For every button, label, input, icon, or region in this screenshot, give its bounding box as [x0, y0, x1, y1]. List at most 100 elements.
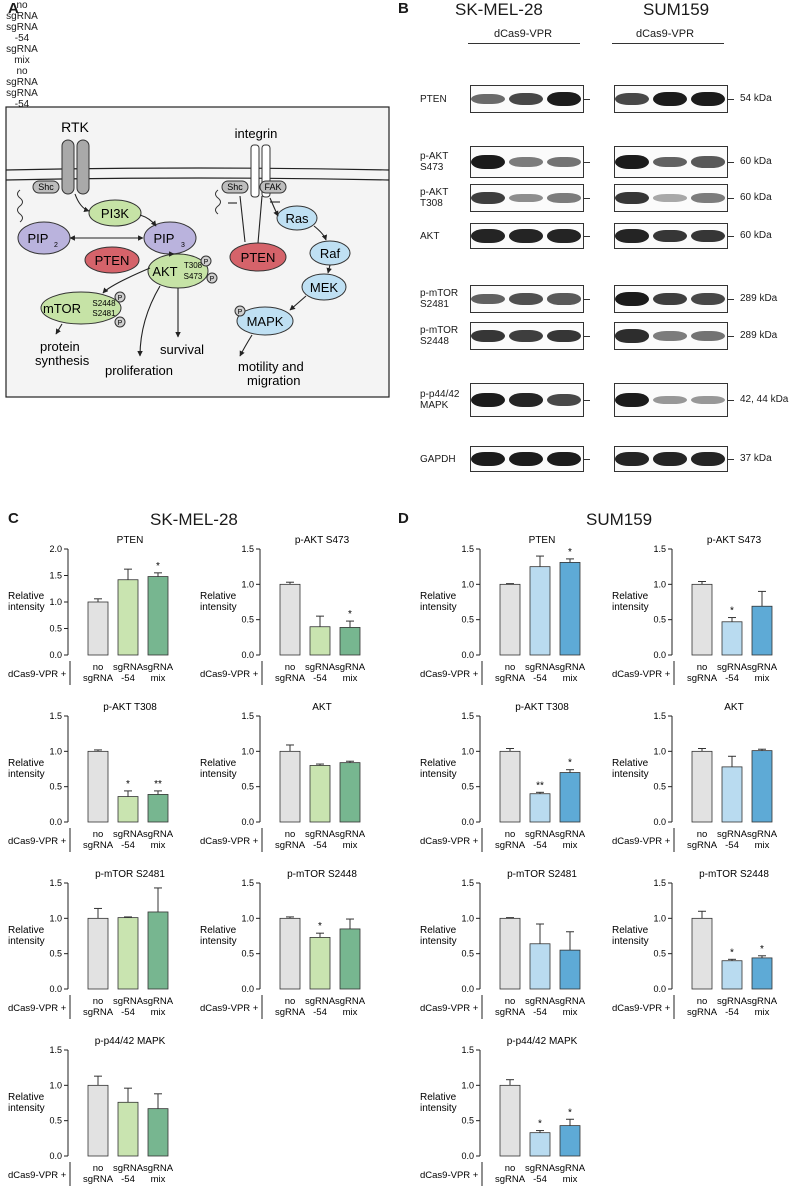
y-axis-label: Relative — [420, 1092, 457, 1103]
blot-band — [547, 157, 581, 167]
bar — [147, 794, 169, 823]
bar — [499, 750, 521, 823]
svg-text:AKT: AKT — [152, 264, 177, 279]
y-tick-label: 0.0 — [653, 984, 666, 994]
panel-label-c: C — [8, 510, 19, 527]
significance-mark: * — [348, 609, 352, 620]
svg-text:motility and: motility and — [238, 359, 304, 374]
x-tick-label: sgRNA — [83, 1174, 114, 1185]
blot-band — [509, 93, 543, 105]
y-tick-label: 0.5 — [241, 949, 254, 959]
blot-band — [691, 156, 725, 168]
x-tick-label: mix — [563, 840, 578, 851]
x-tick-label: sgRNA — [495, 1007, 526, 1018]
x-tick-label: sgRNA — [335, 662, 366, 673]
x-tick-label: sgRNA — [525, 1163, 556, 1174]
bar — [309, 937, 331, 990]
blot-band — [471, 293, 505, 305]
x-tick-label: mix — [151, 840, 166, 851]
section-title-c: SK-MEL-28 — [150, 510, 238, 529]
svg-text:3: 3 — [181, 242, 185, 249]
x-tick-label: sgRNA — [83, 673, 114, 684]
blot-band — [471, 393, 505, 407]
y-axis-label: intensity — [420, 769, 457, 780]
x-axis-prefix: dCas9-VPR + — [420, 1003, 479, 1014]
bar — [691, 917, 713, 990]
bar — [559, 562, 581, 656]
bar — [691, 750, 713, 823]
y-tick-label: 1.0 — [241, 579, 254, 589]
bar — [117, 579, 139, 656]
x-tick-label: mix — [755, 1007, 770, 1018]
blot-marker-tick — [728, 459, 734, 460]
svg-text:T308: T308 — [184, 261, 203, 270]
x-tick-label: sgRNA — [113, 829, 144, 840]
bar — [721, 621, 743, 656]
bar — [529, 566, 551, 656]
y-tick-label: 1.5 — [49, 1045, 62, 1055]
y-axis-label: intensity — [8, 1103, 45, 1114]
y-tick-label: 1.5 — [653, 711, 666, 721]
y-tick-label: 0.0 — [49, 650, 62, 660]
blot-marker-tick — [728, 400, 734, 401]
significance-mark: * — [730, 947, 734, 958]
blot-band — [615, 229, 649, 243]
svg-text:P: P — [210, 276, 215, 283]
blot-band — [509, 329, 543, 343]
x-tick-label: no — [93, 996, 104, 1007]
blot-header-rule-1 — [468, 43, 580, 44]
x-tick-label: sgRNA — [555, 996, 586, 1007]
x-tick-label: mix — [151, 673, 166, 684]
blot-band — [691, 452, 725, 466]
chart-title: p-mTOR S2481 — [507, 869, 577, 880]
mtor-node — [40, 291, 122, 325]
y-tick-label: 0.0 — [241, 817, 254, 827]
y-tick-label: 1.5 — [461, 544, 474, 554]
blot-marker-tick — [728, 336, 734, 337]
blot-band — [547, 193, 581, 203]
chart-title: p-AKT S473 — [707, 535, 762, 546]
x-tick-label: sgRNA — [687, 840, 718, 851]
chart-title: p-p44/42 MAPK — [95, 1036, 166, 1047]
blot-kda-label: 54 kDa — [740, 93, 772, 104]
x-tick-label: sgRNA — [555, 662, 586, 673]
significance-mark: * — [156, 561, 160, 572]
svg-text:Raf: Raf — [320, 246, 341, 261]
y-tick-label: 1.0 — [241, 913, 254, 923]
significance-mark: * — [568, 1107, 572, 1118]
x-tick-label: mix — [343, 673, 358, 684]
blot-band — [471, 329, 505, 343]
bar — [721, 960, 743, 990]
blot-header-rule-2 — [612, 43, 724, 44]
x-tick-label: -54 — [533, 840, 547, 851]
svg-text:protein: protein — [40, 339, 80, 354]
y-axis-label: intensity — [612, 602, 649, 613]
y-tick-label: 1.5 — [461, 711, 474, 721]
blot-band — [615, 292, 649, 306]
bar — [529, 793, 551, 823]
blot-kda-label: 60 kDa — [740, 156, 772, 167]
x-tick-label: sgRNA — [83, 1007, 114, 1018]
x-tick-label: mix — [563, 1007, 578, 1018]
y-tick-label: 0.5 — [461, 782, 474, 792]
bar — [279, 750, 301, 823]
blot-band — [615, 329, 649, 343]
y-tick-label: 1.0 — [461, 913, 474, 923]
rtk-receptor — [61, 139, 90, 195]
x-tick-label: no — [505, 662, 516, 673]
bar — [499, 583, 521, 656]
panel-label-a: A — [8, 0, 19, 17]
y-tick-label: 0.0 — [653, 817, 666, 827]
blot-band — [653, 292, 687, 306]
chart-title: p-mTOR S2448 — [699, 869, 769, 880]
y-tick-label: 1.0 — [241, 746, 254, 756]
svg-text:Shc: Shc — [227, 182, 243, 192]
x-tick-label: -54 — [725, 840, 739, 851]
y-tick-label: 0.0 — [49, 817, 62, 827]
y-tick-label: 1.0 — [49, 913, 62, 923]
blot-cell-line-1: SK-MEL-28 — [455, 0, 543, 19]
